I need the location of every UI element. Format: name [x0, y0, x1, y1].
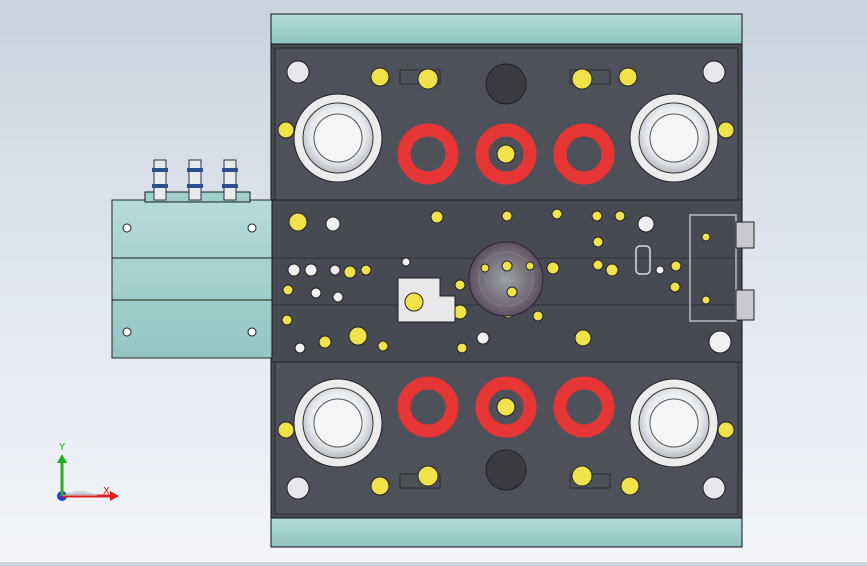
center-lens [468, 241, 544, 317]
bottom-clamp-plate [270, 517, 743, 548]
triad-axes-icon [57, 454, 119, 501]
triad-x-label: X [103, 486, 110, 497]
guide-bushings [293, 93, 719, 468]
right-cylinder [635, 214, 755, 322]
red-springs [397, 123, 615, 438]
ejector-slide [397, 277, 456, 323]
side-cylinder-block [111, 191, 273, 359]
hose-fittings [152, 159, 238, 201]
top-clamp-plate [270, 13, 743, 45]
triad-y-label: Y [59, 442, 66, 453]
coordinate-triad: Y X [40, 438, 130, 518]
fasteners [277, 60, 735, 500]
